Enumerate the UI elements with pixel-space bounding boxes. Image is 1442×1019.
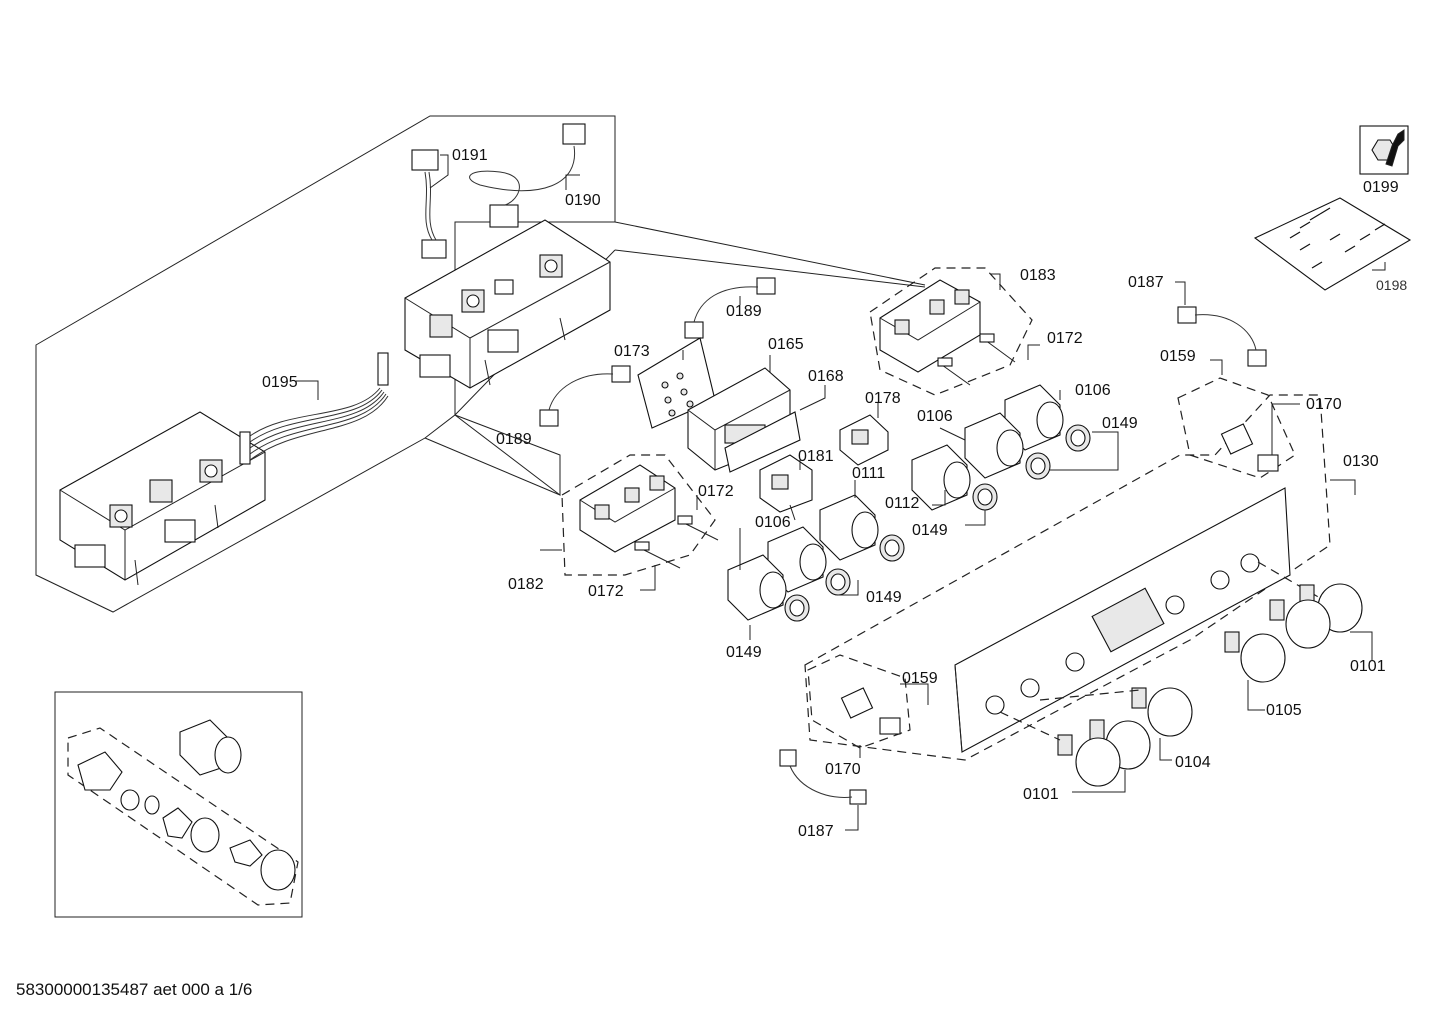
knob-unit-d [819,480,905,562]
wire-harness-0187-right [1175,281,1267,367]
wire-harness-0187-left [779,749,867,831]
label-0183: 0183 [1020,267,1056,284]
front-knobs [999,561,1373,793]
part-number-labels: 0191 0190 0195 0199 0198 0183 0172 0172 … [262,147,1407,840]
label-0104: 0104 [1175,754,1211,771]
label-0105: 0105 [1266,702,1302,719]
switch-0181 [759,454,813,521]
panel-clip-left [807,654,929,758]
label-0189-top: 0189 [726,303,762,320]
label-0149-c: 0149 [866,589,902,606]
label-0190: 0190 [565,192,601,209]
knob-detail-inset [54,691,303,918]
label-0111: 0111 [852,465,885,482]
label-0106-top: 0106 [1075,382,1111,399]
label-0106-mid: 0106 [917,408,953,425]
label-0191: 0191 [452,147,488,164]
switch-block-0182 [540,454,719,591]
label-0182: 0182 [508,576,544,593]
knob-unit-b [939,412,1051,480]
label-0195: 0195 [262,374,298,391]
wire-harness-0189-top [684,277,776,339]
knob-unit-c [911,444,998,526]
label-0149-b: 0149 [912,522,948,539]
wire-harness-0190 [469,123,586,228]
label-0130: 0130 [1343,453,1379,470]
label-0168: 0168 [808,368,844,385]
screw-bag-icon [1253,197,1412,291]
document-id: 58300000135487 aet 000 a 1/6 [16,980,253,999]
label-0172-mid: 0172 [698,483,734,500]
label-0101-right: 0101 [1350,658,1386,675]
label-0101-left: 0101 [1023,786,1059,803]
label-0149-d: 0149 [726,644,762,661]
label-0198: 0198 [1376,277,1407,293]
switch-block-0183 [869,267,1040,396]
switch-block-lower [59,411,266,586]
label-0172-bottom: 0172 [588,583,624,600]
wire-harness-0189-bottom [539,365,631,427]
label-0178: 0178 [865,390,901,407]
wire-harness-0191 [411,149,449,259]
ribbon-cable-0195 [239,352,389,465]
switch-0178 [839,402,889,466]
knob-unit-f [727,528,810,640]
label-0173: 0173 [614,343,650,360]
label-0159-right: 0159 [1160,348,1196,365]
label-0199: 0199 [1363,179,1399,196]
label-0106-low: 0106 [755,514,791,531]
label-0170-left: 0170 [825,761,861,778]
label-0189-bottom: 0189 [496,431,532,448]
label-0187-right: 0187 [1128,274,1164,291]
label-0187-left: 0187 [798,823,834,840]
panel-clip-right [1177,359,1300,479]
control-panel-fascia-0130 [804,394,1356,761]
label-0165: 0165 [768,336,804,353]
label-0149-a: 0149 [1102,415,1138,432]
label-0172-right: 0172 [1047,330,1083,347]
label-0159-left: 0159 [902,670,938,687]
label-0112: 0112 [885,495,920,512]
wrench-nut-icon [1359,125,1409,175]
label-0181: 0181 [798,448,834,465]
switch-block-upper [404,219,611,389]
label-0170-right: 0170 [1306,396,1342,413]
display-module-0168 [724,385,826,473]
